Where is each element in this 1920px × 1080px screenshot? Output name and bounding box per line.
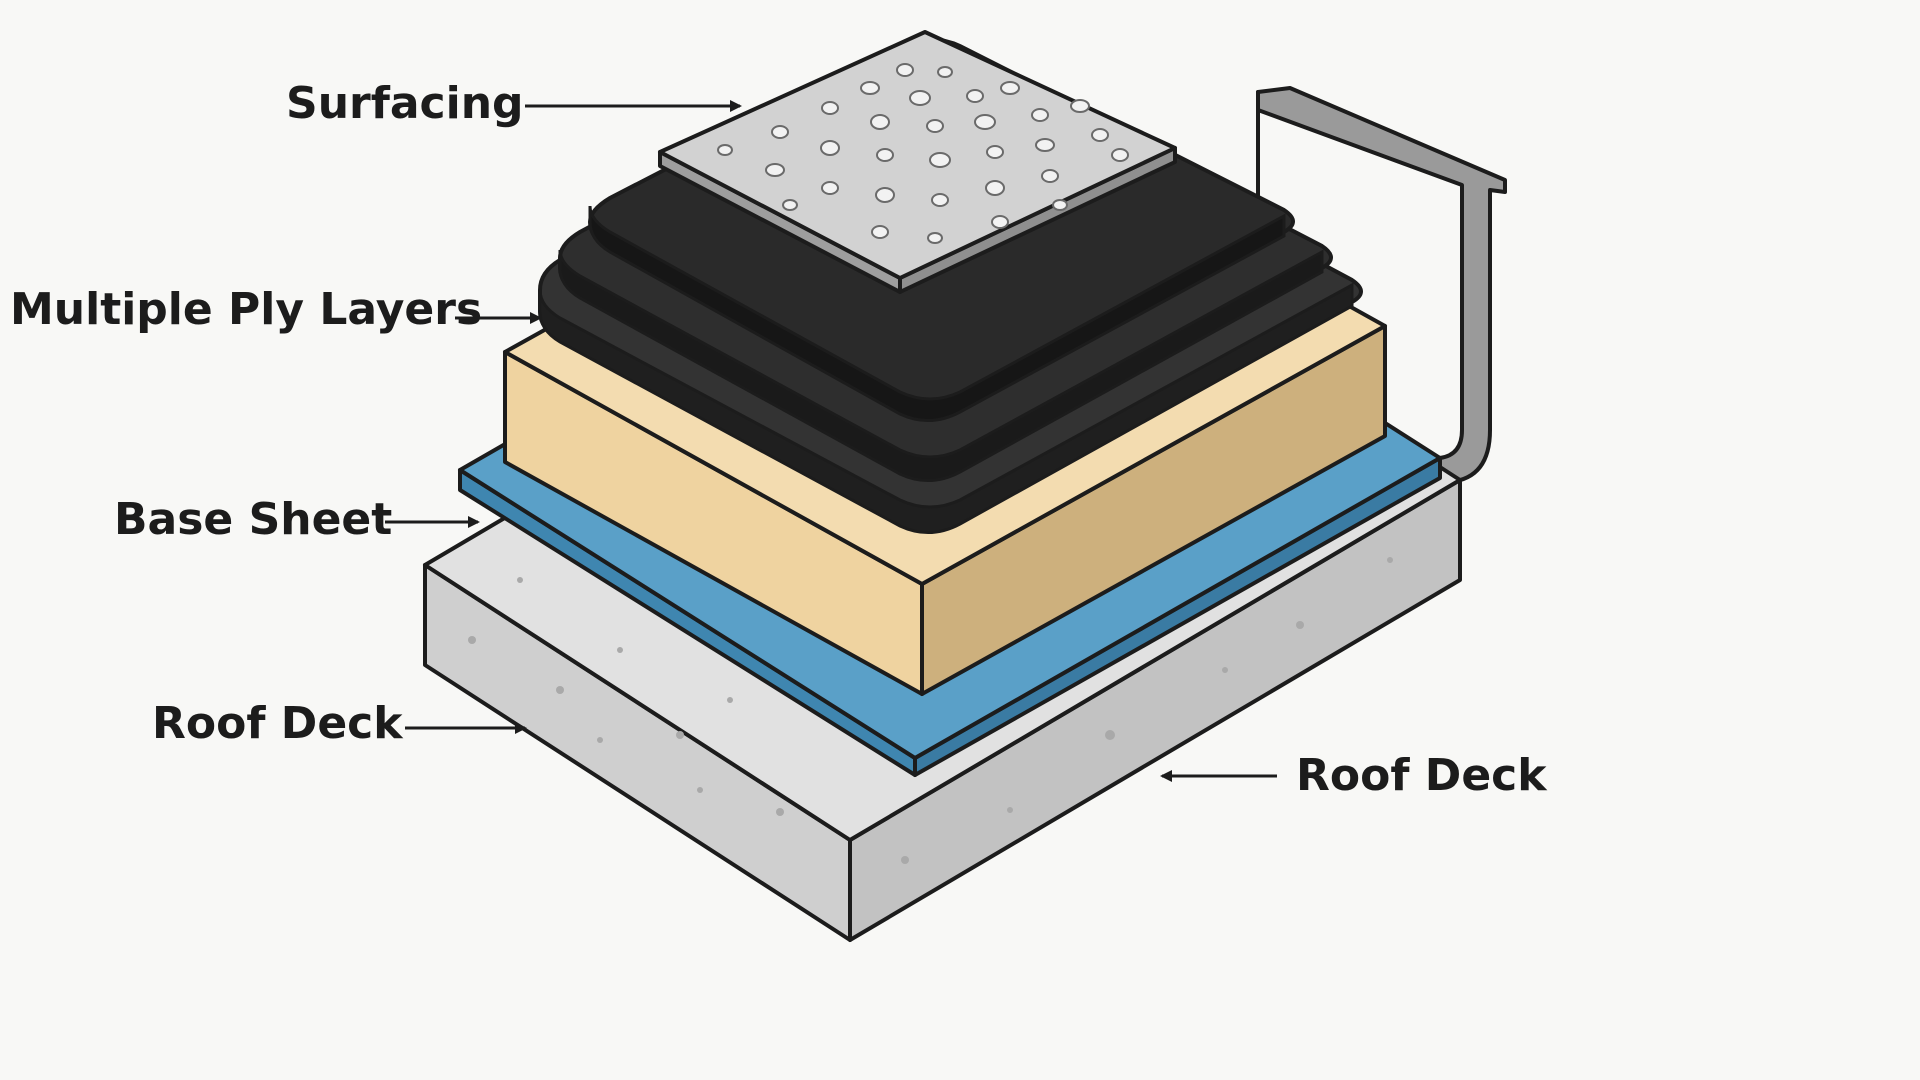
surfacing-layer	[658, 30, 1177, 294]
concrete-speckle	[468, 557, 1393, 864]
label-ply-layers: Multiple Ply Layers	[10, 284, 482, 335]
label-surfacing: Surfacing	[286, 78, 524, 129]
label-roof-deck-left: Roof Deck	[152, 698, 404, 749]
callout-arrows	[385, 100, 1277, 782]
label-roof-deck-right: Roof Deck	[1296, 750, 1548, 801]
gravel-granules	[717, 63, 1129, 244]
label-base-sheet: Base Sheet	[114, 494, 392, 545]
